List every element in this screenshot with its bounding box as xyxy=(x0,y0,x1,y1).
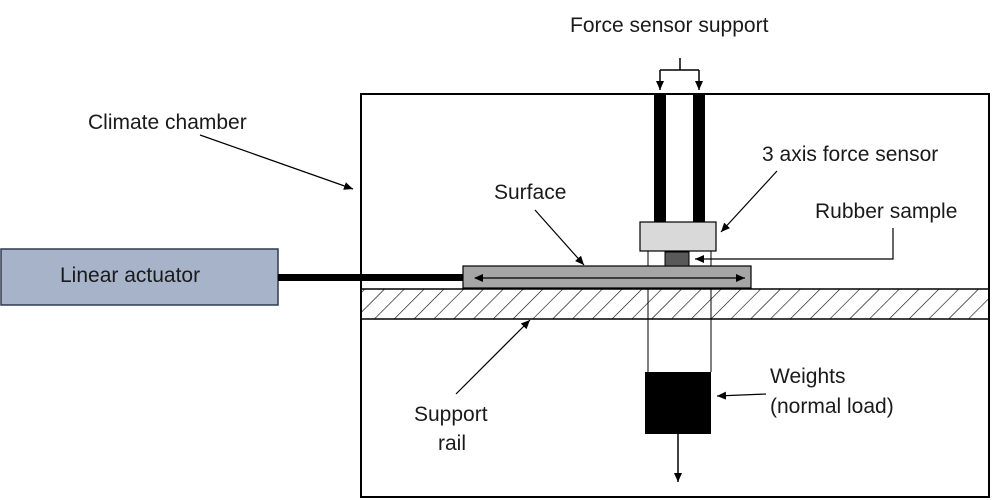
weights-leader xyxy=(716,391,767,400)
support-rail-leader xyxy=(455,319,531,395)
climate-chamber-leader xyxy=(199,134,354,190)
three-axis-force-sensor-label: 3 axis force sensor xyxy=(762,143,938,166)
linear-actuator-box xyxy=(0,248,279,306)
rubber-sample xyxy=(664,251,690,267)
weights-label-line2: (normal load) xyxy=(770,395,894,418)
actuator-rod xyxy=(278,274,464,281)
support-rail xyxy=(360,288,990,320)
force-sensor-block xyxy=(639,221,717,252)
weights-label-line1: Weights xyxy=(770,365,845,388)
support-rail-label-line2: rail xyxy=(438,432,466,455)
surface-leader xyxy=(534,209,585,266)
weights-block xyxy=(645,372,711,434)
sensor-support-post-left xyxy=(654,94,666,222)
surface-plate xyxy=(462,265,752,289)
rubber-sample-label: Rubber sample xyxy=(815,200,957,223)
sensor-support-post-right xyxy=(693,94,705,222)
climate-chamber-label: Climate chamber xyxy=(88,111,247,134)
support-rail-label-line1: Support xyxy=(414,403,488,426)
linear-actuator-label: Linear actuator xyxy=(60,264,200,287)
surface-label: Surface xyxy=(494,181,566,204)
rubber-sample-leader xyxy=(695,228,894,263)
force-sensor-support-label: Force sensor support xyxy=(570,14,769,37)
force-sensor-leader xyxy=(720,170,778,233)
